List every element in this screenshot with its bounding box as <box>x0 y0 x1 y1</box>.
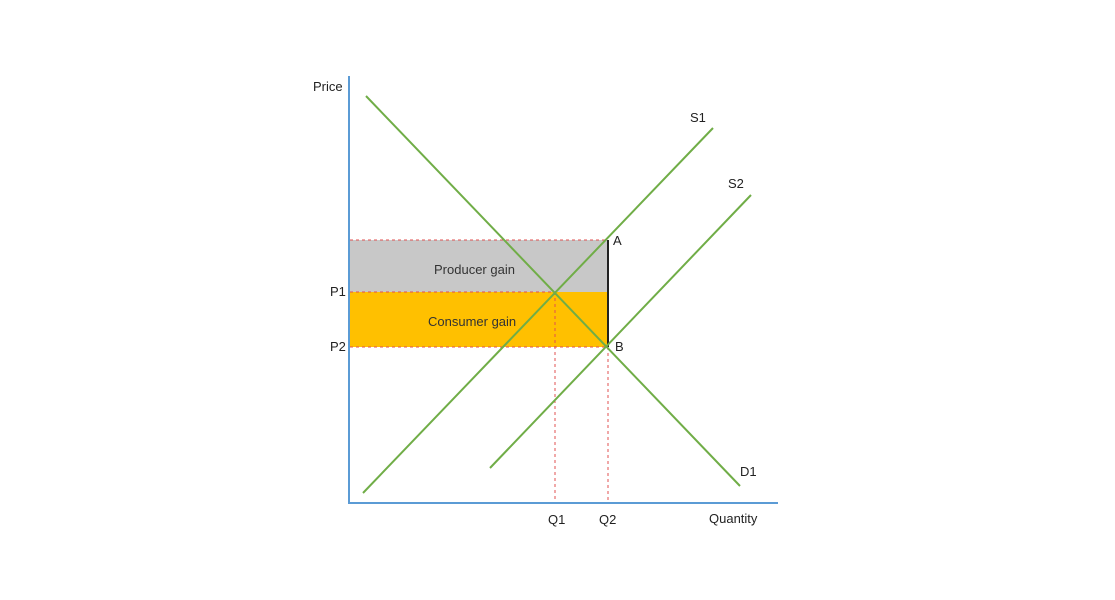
p2-label: P2 <box>330 339 346 354</box>
demand-curve-d1 <box>365 95 741 487</box>
x-axis-label: Quantity <box>709 511 758 526</box>
producer-gain-label: Producer gain <box>434 262 515 277</box>
d1-label: D1 <box>740 464 757 479</box>
p1-label: P1 <box>330 284 346 299</box>
q2-label: Q2 <box>599 512 616 527</box>
supply-curve-s2 <box>489 194 752 469</box>
y-axis-label: Price <box>313 79 343 94</box>
q1-label: Q1 <box>548 512 565 527</box>
consumer-gain-region <box>350 292 608 347</box>
point-b-label: B <box>615 339 624 354</box>
s2-label: S2 <box>728 176 744 191</box>
s1-label: S1 <box>690 110 706 125</box>
supply-curve-s1 <box>362 127 714 494</box>
consumer-gain-label: Consumer gain <box>428 314 516 329</box>
point-a-label: A <box>613 233 622 248</box>
